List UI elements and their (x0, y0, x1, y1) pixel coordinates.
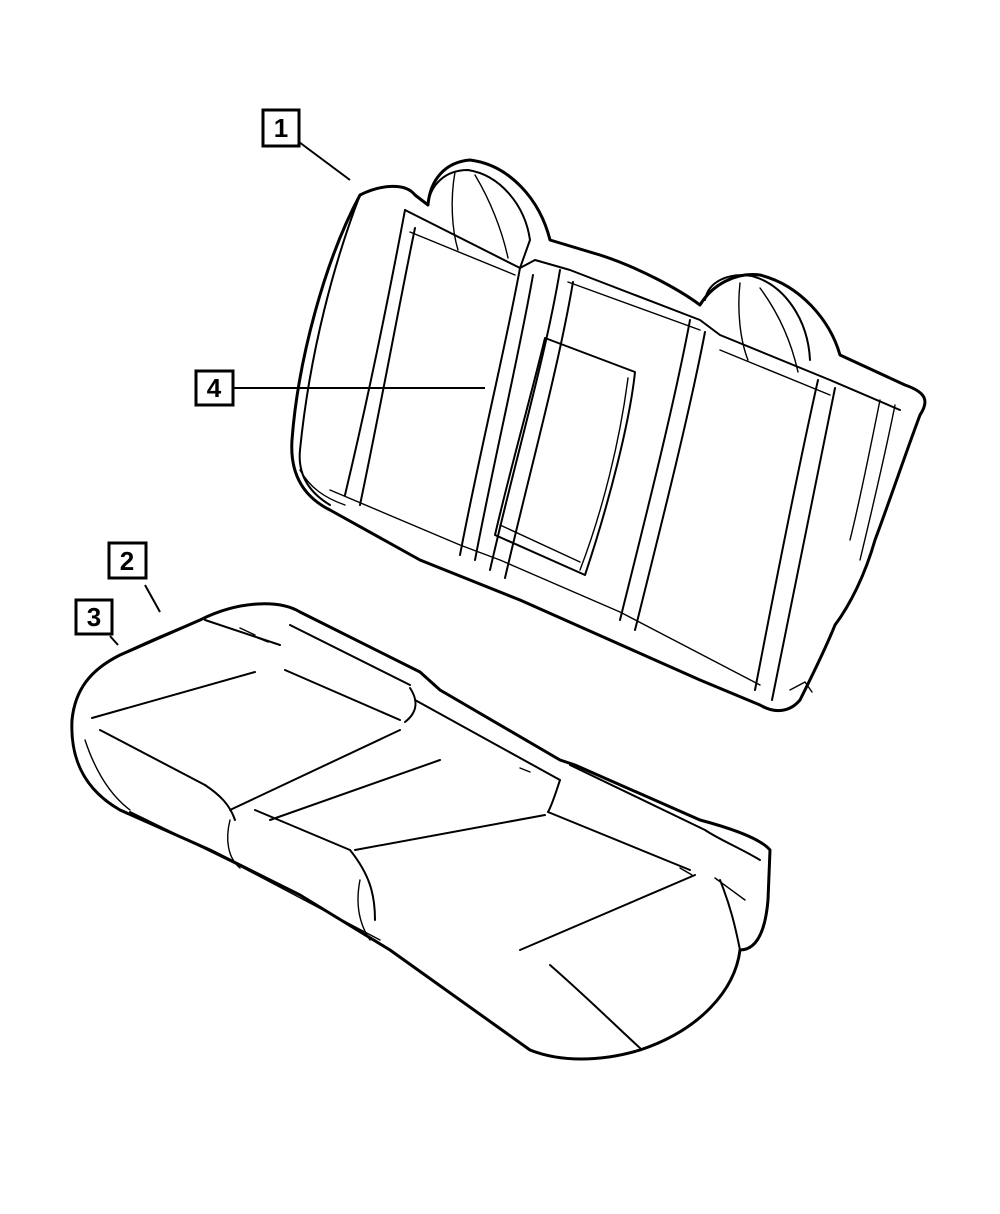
callout-2-label: 2 (120, 546, 134, 576)
callout-1-label: 1 (274, 113, 288, 143)
seat-back-illustration (290, 158, 927, 713)
callout-3: 3 (74, 598, 119, 646)
callout-2: 2 (107, 541, 161, 613)
callout-4-label: 4 (207, 373, 222, 403)
callout-4: 4 (194, 369, 485, 407)
callout-3-label: 3 (87, 602, 101, 632)
seat-cushion-illustration (70, 602, 772, 1061)
callout-1: 1 (261, 108, 351, 181)
